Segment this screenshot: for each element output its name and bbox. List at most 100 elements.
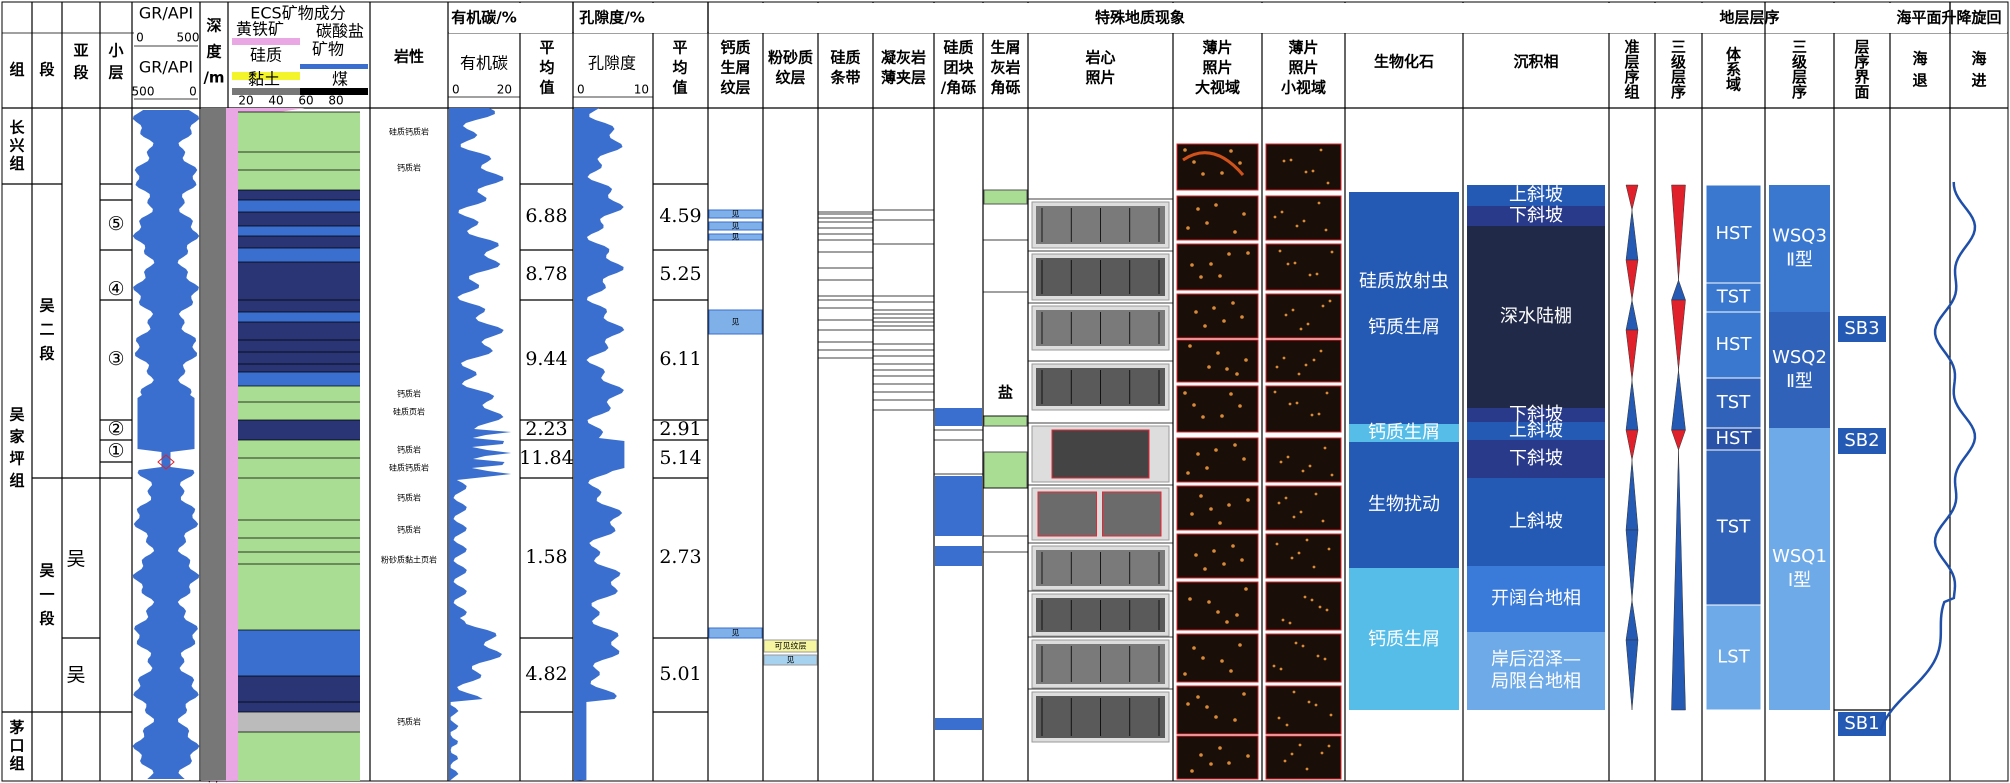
- ecs-pyrite-swatch: [232, 38, 300, 45]
- thin-section-grain: [1190, 769, 1194, 773]
- thin-section-grain: [1220, 659, 1224, 663]
- ecs-carbonate: 碳酸盐: [316, 22, 364, 41]
- lithology-label: 硅质钙质岩: [389, 127, 429, 137]
- facies-label-line: 深水陆棚: [1500, 306, 1572, 327]
- thin-section-grain: [1207, 600, 1211, 604]
- thin-section-grain: [1285, 723, 1289, 727]
- silica-nodule-header-line: 硅质: [943, 39, 973, 57]
- calc-lamina-label: 见: [732, 210, 740, 219]
- calc-lamina-mark: [708, 221, 763, 231]
- thin-section-grain: [1320, 751, 1324, 755]
- thin-section-grain: [1235, 372, 1239, 376]
- gr-curve-fill: [132, 110, 200, 779]
- sequence-triangle: [1625, 184, 1639, 211]
- core-photo: [1102, 491, 1162, 537]
- fossil-header: 生物化石: [1374, 53, 1434, 71]
- third-order-seq-header-1-line: 级: [1671, 53, 1687, 71]
- por-avg-header-line: 均: [672, 59, 687, 77]
- depth-header: 深度/m: [203, 17, 224, 87]
- third-order-seq-header-2-line: 三: [1792, 38, 1807, 56]
- toc-range-max: 20: [497, 83, 512, 97]
- silica-nodule-header-line: /角砾: [941, 79, 976, 97]
- lithology-label: 钙质岩: [397, 445, 421, 455]
- lithology-band: [238, 564, 360, 630]
- lithology-band: [238, 420, 360, 440]
- thin-section-grain: [1242, 692, 1246, 696]
- lithology-band: [238, 170, 360, 190]
- thin-section-grain: [1209, 262, 1213, 266]
- lithology-label: 硅质钙质页岩: [385, 235, 433, 245]
- thin-section-grain: [1240, 558, 1244, 562]
- calc-lamina-label: 见: [732, 222, 740, 231]
- header-title-bg: [709, 3, 1764, 33]
- special-title: 特殊地质现象: [1095, 9, 1185, 27]
- lithology-band: [238, 262, 360, 300]
- thin-section-grain: [1201, 172, 1205, 176]
- thin-section-grain: [1324, 228, 1328, 232]
- sequence-label-line: Ⅱ型: [1786, 371, 1813, 392]
- seq-boundary-label: SB3: [1844, 318, 1879, 339]
- lithology-band: [238, 300, 360, 312]
- lithology-band: [238, 458, 360, 478]
- parasequence-set-header-line: 层: [1624, 53, 1639, 71]
- thin-section: [1265, 533, 1342, 579]
- thin-section-grain: [1188, 597, 1192, 601]
- thin-section-grain: [1196, 695, 1200, 699]
- thin-section: [1176, 195, 1259, 241]
- seq-boundary-header-line: 层: [1854, 38, 1869, 56]
- facies-block: [1467, 226, 1605, 408]
- formation-changxing-line: 组: [9, 155, 24, 173]
- thin-section: [1265, 195, 1342, 241]
- fossil-bioturbation: 生物扰动: [1368, 494, 1440, 515]
- thin-section-grain: [1321, 519, 1325, 523]
- third-order-seq-header-1-line: 三: [1671, 38, 1686, 56]
- thin-section-grain: [1297, 372, 1301, 376]
- lithology-header: 岩性: [393, 48, 424, 66]
- thin-section-grain: [1199, 275, 1203, 279]
- thin-section-grain: [1199, 494, 1203, 498]
- thin-section-grain: [1292, 690, 1296, 694]
- thin-section-grain: [1326, 181, 1330, 185]
- transgression-header-line: 进: [1971, 72, 1986, 90]
- formation-wujiaping-line: 吴: [9, 406, 24, 424]
- thin-section: [1265, 581, 1342, 631]
- thin-section-grain: [1194, 553, 1198, 557]
- regression-header-line: 海: [1912, 50, 1927, 68]
- lithology-band: [238, 312, 360, 322]
- silt-lamina-label: 可见纹层: [775, 641, 807, 651]
- facies-label: 上斜坡: [1509, 420, 1563, 441]
- thin-section: [1176, 339, 1259, 383]
- thin-section-grain: [1301, 469, 1305, 473]
- lithology-label: 钙质硅质页岩: [385, 219, 433, 229]
- lithology-band: [238, 364, 360, 372]
- thin-section-grain: [1310, 598, 1314, 602]
- lithology-band: [238, 402, 360, 420]
- thin-section-grain: [1308, 464, 1312, 468]
- thin-section-grain: [1216, 351, 1220, 355]
- toc-avg-4: 2.23: [525, 418, 567, 440]
- thin-section-grain: [1214, 203, 1218, 207]
- submember-header-line: 段: [73, 64, 88, 82]
- thin-section-grain: [1212, 306, 1216, 310]
- lithology-label: 粘土质硅质混合页岩: [373, 341, 445, 351]
- thin-section: [1176, 385, 1259, 433]
- calc-lamina-mark: [708, 233, 763, 241]
- sequence-triangle: [1671, 184, 1686, 281]
- systems-tract-label: HST: [1716, 428, 1753, 449]
- submember-1: 吴: [66, 548, 85, 570]
- thin-section-grain: [1304, 363, 1308, 367]
- thin-section-grain: [1240, 315, 1244, 319]
- seq-boundary-header-line: 面: [1854, 83, 1869, 101]
- depth-header-line: 度: [206, 43, 222, 61]
- ecs-tick-80: 80: [328, 94, 343, 108]
- thin-section-grain: [1225, 367, 1229, 371]
- lithology-band: [238, 152, 360, 170]
- lithology-band: [238, 676, 360, 702]
- formation-wujiaping-line: 家: [9, 428, 24, 446]
- lithology-band: [238, 732, 360, 781]
- lithology-label: 混合页岩: [393, 375, 425, 385]
- facies-block: [1467, 408, 1605, 422]
